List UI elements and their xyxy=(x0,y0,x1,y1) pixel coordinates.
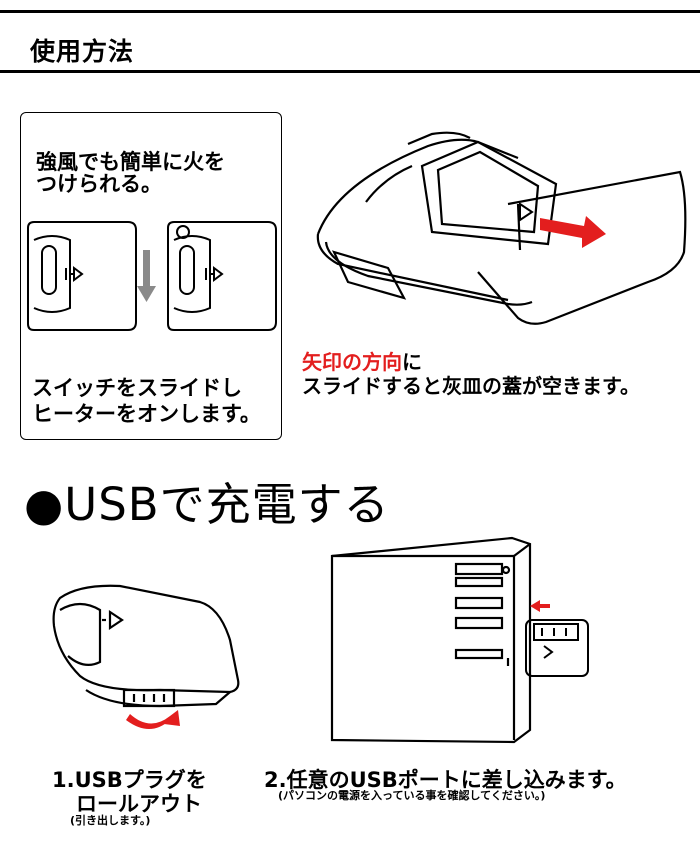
slide-outline-arrow-icon xyxy=(519,202,534,222)
title-underline xyxy=(0,70,700,73)
usb-rollout-illustration xyxy=(52,584,240,729)
panel-heading-line2: つけられる。 xyxy=(36,172,162,196)
step1-note: (引き出します。) xyxy=(70,814,151,827)
section-title: 使用方法 xyxy=(30,37,135,66)
panel-caption-line1: スイッチをスライドし xyxy=(32,376,242,400)
panel-caption-line2: ヒーターをオンします。 xyxy=(32,402,261,426)
pc-tower-illustration xyxy=(330,536,589,744)
ashtray-caption-line1: 矢印の方向に xyxy=(302,346,422,375)
panel-heading-line1: 強風でも簡単に火を xyxy=(36,150,225,174)
switch-panel xyxy=(20,112,282,440)
switch-off-drawing xyxy=(27,221,137,331)
roll-out-red-arrow-icon xyxy=(126,710,180,729)
switch-illustration xyxy=(27,221,277,331)
direction-suffix: に xyxy=(402,350,422,374)
step1-line1: 1.USBプラグを xyxy=(52,768,207,792)
direction-highlight: 矢印の方向 xyxy=(302,350,402,374)
ashtray-illustration xyxy=(316,131,687,325)
red-slide-arrow-icon xyxy=(540,216,606,248)
usb-section-title: ●USBで充電する xyxy=(24,478,390,531)
step1-line2: ロールアウト xyxy=(76,792,202,816)
usb-device-drawing xyxy=(525,619,589,677)
step2-line1: 2.任意のUSBポートに差し込みます。 xyxy=(264,768,627,792)
insert-red-arrow-icon xyxy=(530,600,550,612)
ashtray-caption-line2: スライドすると灰皿の蓋が空きます。 xyxy=(302,374,640,398)
top-rule xyxy=(0,10,700,13)
step2-note: (パソコンの電源を入っている事を確認してください。) xyxy=(278,789,546,802)
down-arrow-icon xyxy=(137,250,156,302)
switch-on-drawing xyxy=(167,221,277,331)
